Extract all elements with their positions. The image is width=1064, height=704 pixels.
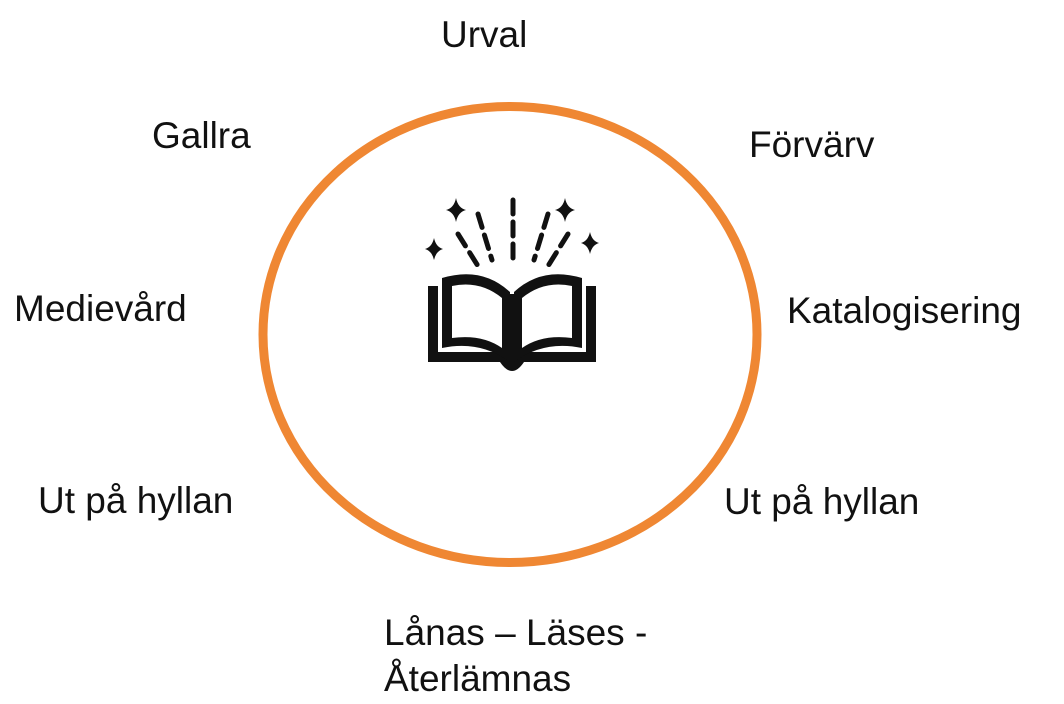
sparkle-left <box>425 238 443 260</box>
step-urval: Urval <box>441 14 528 55</box>
cycle-ring-ellipse <box>258 102 762 567</box>
step-lanas-line-1: Lånas – Läses - <box>384 612 648 653</box>
ray-right-outer <box>545 231 571 269</box>
step-katalogisering: Katalogisering <box>787 290 1022 331</box>
cycle-ring <box>258 102 762 567</box>
ray-left-inner <box>475 211 495 263</box>
open-book-sparkles-icon <box>425 197 599 371</box>
ray-right-inner <box>531 211 551 263</box>
ray-left-outer <box>455 231 481 269</box>
step-medievard: Medievård <box>14 288 187 329</box>
open-book <box>428 274 596 371</box>
step-ut-pa-hyllan-left: Ut på hyllan <box>38 480 234 521</box>
sparkle-right <box>581 232 599 254</box>
step-gallra: Gallra <box>152 115 251 156</box>
step-lanas-line-2: Återlämnas <box>384 658 572 700</box>
sparkle-top-right <box>555 198 575 222</box>
step-ut-pa-hyllan-right: Ut på hyllan <box>724 481 920 522</box>
sparkle-top-left <box>446 198 466 222</box>
step-forvarv: Förvärv <box>749 124 875 165</box>
step-lanas-lases-aterlamnas: Lånas – Läses - Återlämnas <box>384 610 647 703</box>
